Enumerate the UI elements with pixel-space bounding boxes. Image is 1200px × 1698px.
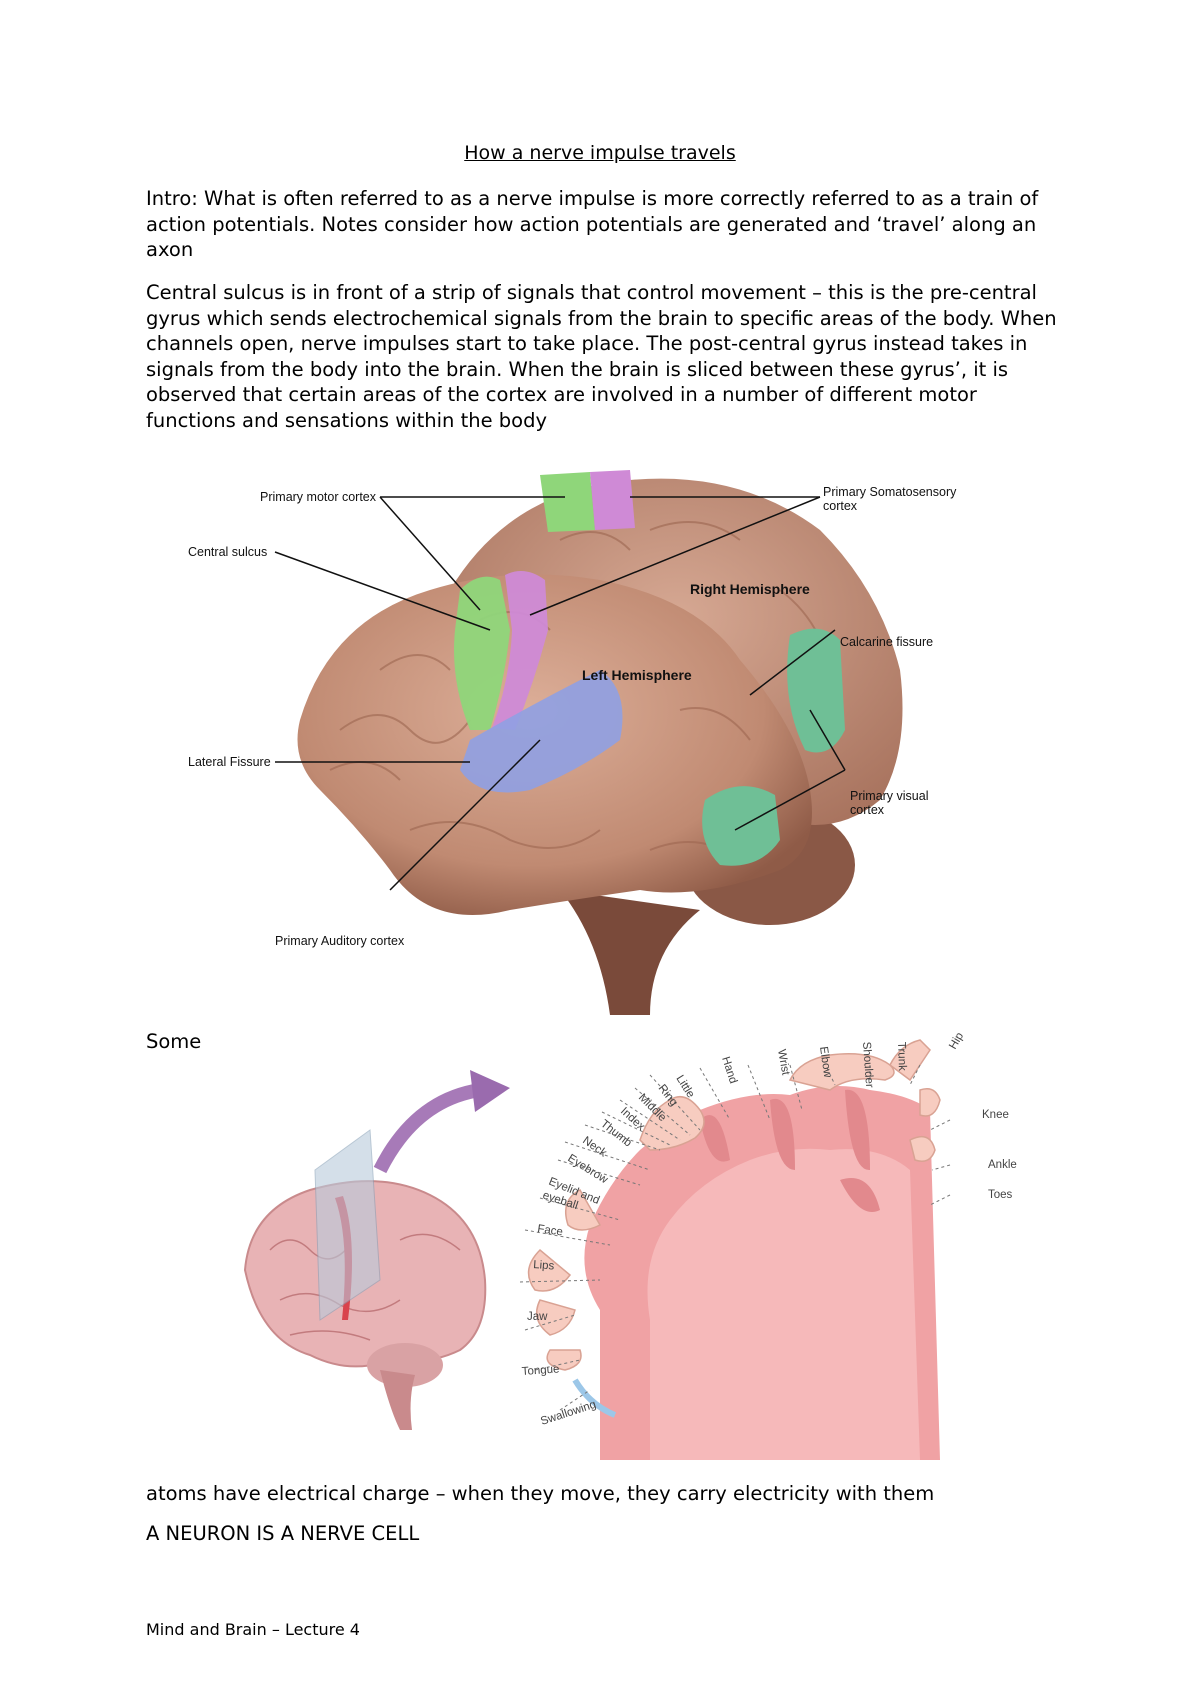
label-swallowing: Swallowing: [539, 1399, 597, 1428]
atoms-line: atoms have electrical charge – when they…: [146, 1482, 935, 1505]
homunculus-body: [527, 1039, 941, 1371]
page-footer: Mind and Brain – Lecture 4: [146, 1620, 360, 1639]
label-index: Index: [618, 1105, 647, 1133]
label-tongue: Tongue: [521, 1363, 559, 1378]
brainstem: [560, 890, 700, 1015]
homunculus-diagram: Hand Wrist Elbow Shoulder Trunk Hip Litt…: [243, 1031, 1017, 1460]
brain-lateral-diagram: Primary motor cortex Primary Somatosenso…: [188, 470, 957, 1015]
pointer-arrow: [373, 1083, 482, 1174]
label-trunk: Trunk: [895, 1042, 908, 1072]
label-somatosensory-1: Primary Somatosensory: [823, 485, 957, 499]
label-shoulder: Shoulder: [860, 1041, 875, 1088]
visual-region-right: [787, 628, 845, 753]
motor-cortex-region: [454, 576, 510, 730]
leader-lines: [274, 496, 846, 891]
label-left-hemisphere: Left Hemisphere: [582, 667, 692, 683]
neuron-line: A NEURON IS A NERVE CELL: [146, 1522, 420, 1545]
label-toes: Toes: [988, 1189, 1013, 1201]
label-somatosensory-2: cortex: [823, 499, 858, 513]
small-brainstem: [380, 1370, 415, 1430]
label-right-hemisphere: Right Hemisphere: [690, 581, 810, 597]
label-wrist: Wrist: [775, 1048, 791, 1076]
label-ankle: Ankle: [988, 1159, 1017, 1171]
cortex-inner: [647, 1148, 920, 1460]
label-hand: Hand: [719, 1055, 739, 1085]
label-lips: Lips: [533, 1259, 555, 1272]
auditory-region: [460, 670, 623, 793]
label-primary-motor: Primary motor cortex: [260, 490, 377, 504]
motor-cortex-top: [540, 472, 595, 532]
label-lateral-fissure: Lateral Fissure: [188, 755, 271, 769]
label-face: Face: [537, 1223, 564, 1238]
homunculus-leaders: [519, 1064, 951, 1411]
label-knee: Knee: [982, 1109, 1009, 1121]
cortex-folds: [700, 1089, 880, 1212]
label-primary-auditory: Primary Auditory cortex: [275, 934, 405, 948]
swallowing-tube: [572, 1378, 617, 1418]
pointer-arrow-head: [470, 1070, 510, 1112]
body-paragraph: Central sulcus is in front of a strip of…: [146, 281, 1057, 432]
label-visual-2: cortex: [850, 803, 885, 817]
label-jaw: Jaw: [527, 1311, 548, 1323]
label-eyebrow: Eyebrow: [565, 1152, 610, 1186]
some-text: Some: [146, 1030, 202, 1053]
label-central-sulcus: Central sulcus: [188, 545, 267, 559]
label-neck: Neck: [580, 1135, 609, 1160]
label-calcarine-fissure: Calcarine fissure: [840, 635, 933, 649]
somatosensory-region: [492, 571, 548, 730]
label-visual-1: Primary visual: [850, 789, 929, 803]
intro-paragraph: Intro: What is often referred to as a ne…: [146, 187, 1039, 261]
slice-plane: [314, 1129, 381, 1321]
label-hip: Hip: [947, 1031, 966, 1052]
somatosensory-top: [590, 470, 635, 530]
document-title: How a nerve impulse travels: [464, 142, 736, 164]
label-elbow: Elbow: [817, 1046, 833, 1079]
